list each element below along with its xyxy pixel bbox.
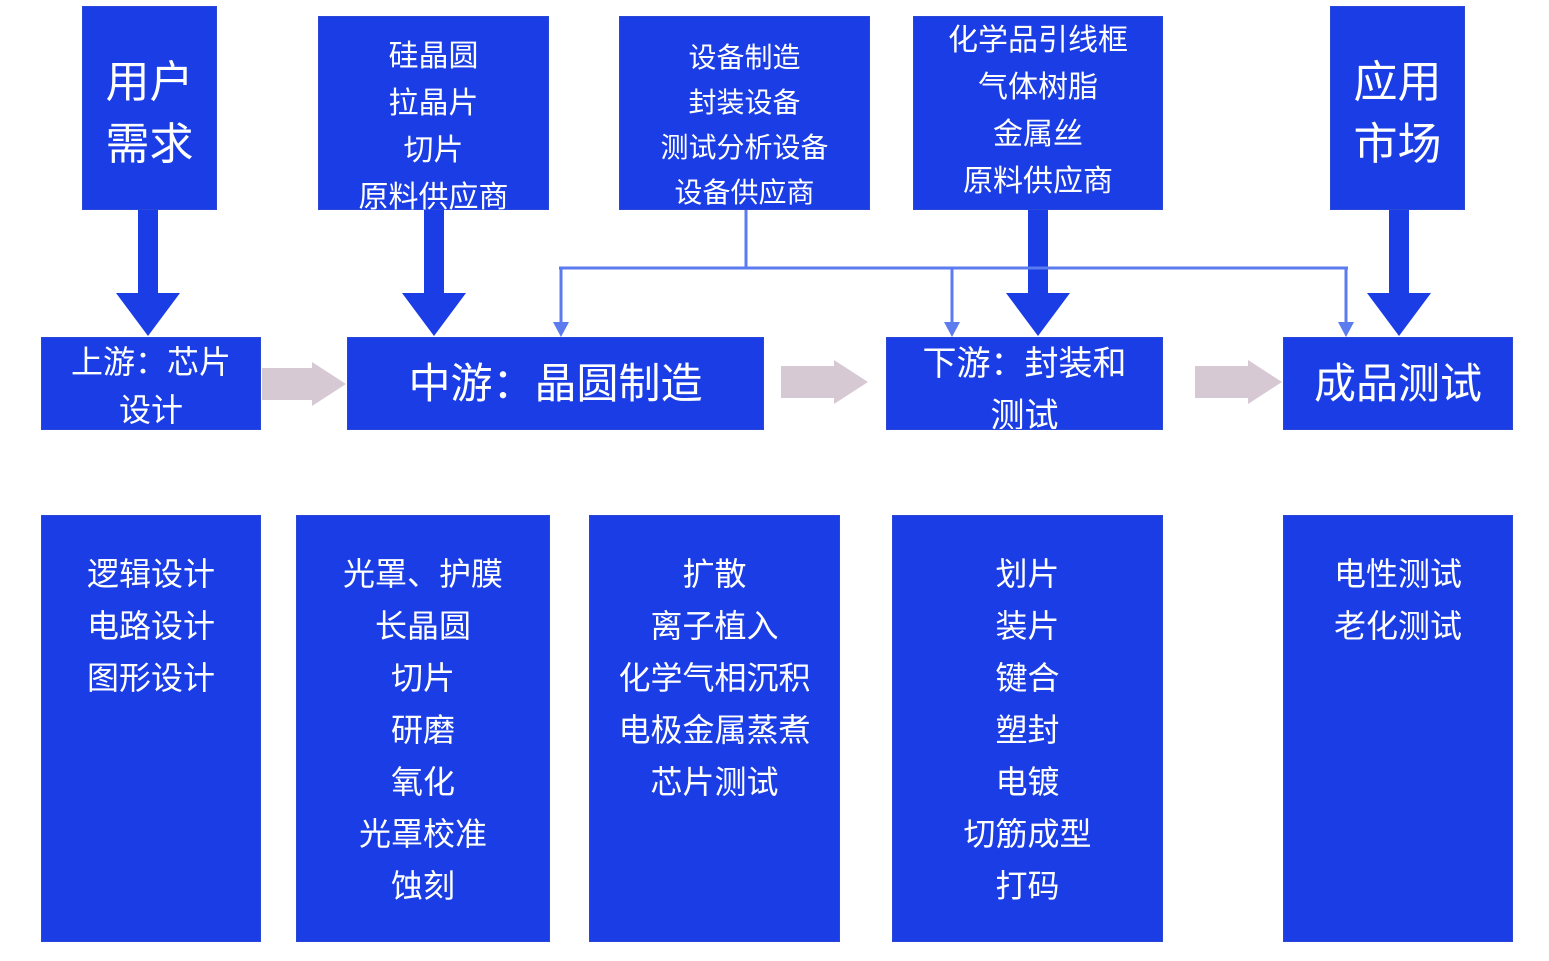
user-demand-box: 用户 需求 — [82, 6, 217, 210]
down-arrow-market — [1367, 210, 1431, 336]
testing-details-box: 电性测试 老化测试 — [1283, 515, 1513, 942]
flow-arrow-3 — [1195, 360, 1282, 404]
equipment-box: 设备制造 封装设备 测试分析设备 设备供应商 — [619, 16, 870, 210]
chemicals-box: 化学品引线框 气体树脂 金属丝 原料供应商 — [913, 16, 1163, 210]
drop-arrowhead-final-test — [1338, 322, 1354, 337]
down-arrow-chemicals — [1006, 210, 1070, 336]
drop-arrowhead-downstream — [944, 322, 960, 337]
packaging-details-box: 划片 装片 键合 塑封 电镀 切筋成型 打码 — [892, 515, 1163, 942]
down-arrow-wafer-materials — [402, 210, 466, 336]
midstream-stage-box: 中游：晶圆制造 — [347, 337, 764, 430]
down-arrow-user-demand — [116, 210, 180, 336]
flow-arrow-2 — [781, 360, 868, 404]
drop-arrowhead-midstream — [553, 322, 569, 337]
design-details-box: 逻辑设计 电路设计 图形设计 — [41, 515, 261, 942]
upstream-stage-box: 上游：芯片 设计 — [41, 337, 261, 430]
wafer-materials-box: 硅晶圆 拉晶片 切片 原料供应商 — [318, 16, 549, 215]
flow-arrow-1 — [262, 362, 346, 406]
final-test-stage-box: 成品测试 — [1283, 337, 1513, 430]
application-market-box: 应用 市场 — [1330, 6, 1465, 210]
downstream-stage-box: 下游：封装和 测试 — [886, 337, 1163, 430]
fab-process-details-box: 扩散 离子植入 化学气相沉积 电极金属蒸煮 芯片测试 — [589, 515, 840, 942]
wafer-process-details-box: 光罩、护膜 长晶圆 切片 研磨 氧化 光罩校准 蚀刻 — [296, 515, 550, 942]
